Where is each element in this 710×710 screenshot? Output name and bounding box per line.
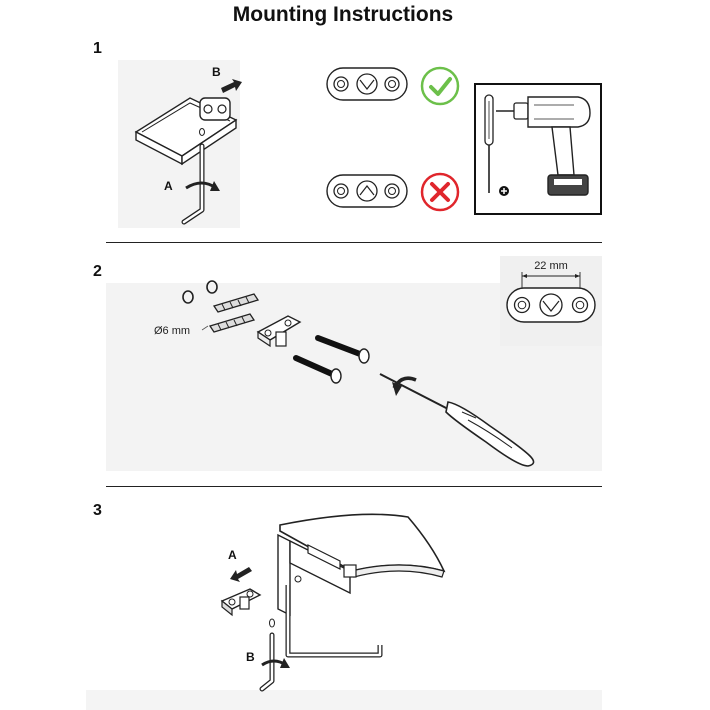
cross-icon bbox=[420, 172, 460, 212]
tools-box bbox=[474, 83, 602, 215]
plus-icon bbox=[499, 186, 509, 196]
hex-key-icon bbox=[259, 632, 275, 692]
step1-label-b: B bbox=[212, 65, 221, 79]
hole-spacing-label: 22 mm bbox=[534, 260, 568, 272]
step3-label-a: A bbox=[228, 548, 237, 562]
incorrect-plate-illustration bbox=[326, 174, 408, 208]
step1-label-a: A bbox=[164, 179, 173, 193]
correct-plate-illustration bbox=[326, 67, 408, 101]
divider-2 bbox=[106, 486, 602, 487]
screwdriver-icon bbox=[484, 94, 494, 193]
step-number-1: 1 bbox=[93, 40, 102, 57]
check-icon bbox=[420, 66, 460, 106]
step3-label-b: B bbox=[246, 650, 255, 664]
drill-icon bbox=[496, 96, 591, 196]
plug-diameter-label: Ø6 mm bbox=[154, 325, 190, 337]
hex-key-icon bbox=[181, 143, 205, 225]
step-number-2: 2 bbox=[93, 263, 102, 280]
page-title: Mounting Instructions bbox=[232, 3, 454, 26]
step3-bottom-bg bbox=[86, 690, 602, 710]
step3-holder-illustration: A B bbox=[220, 513, 446, 692]
spacing-inset: 22 mm bbox=[506, 260, 596, 323]
step-number-3: 3 bbox=[93, 502, 102, 519]
step2-assembly-illustration: Ø6 mm bbox=[154, 280, 535, 467]
divider-1 bbox=[106, 242, 602, 243]
step1-bracket-illustration: B A bbox=[134, 65, 242, 225]
